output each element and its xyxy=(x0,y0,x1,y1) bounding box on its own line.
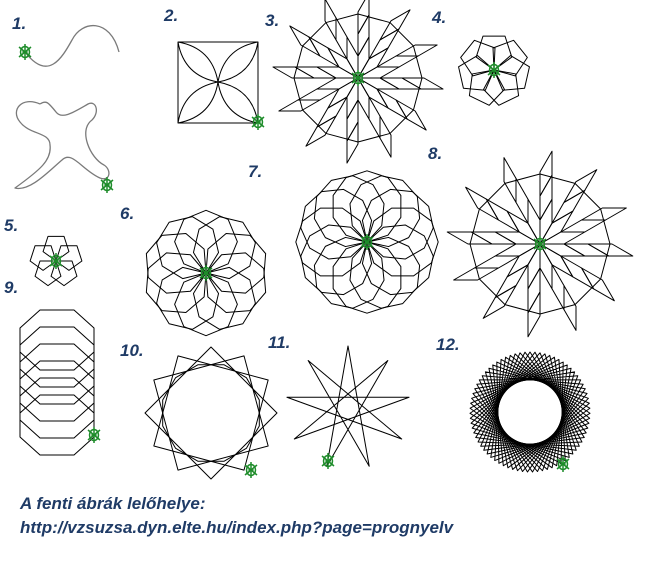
caption-source-url: http://vzsuzsa.dyn.elte.hu/index.php?pag… xyxy=(20,518,454,537)
turtle-icon xyxy=(487,62,501,78)
figure-2-petal-square xyxy=(177,41,259,124)
figure-number-7: 7. xyxy=(248,162,263,181)
figure-number-9: 9. xyxy=(4,278,19,297)
turtle-icon xyxy=(244,462,258,478)
figure-number-12: 12. xyxy=(436,335,460,354)
turtle-icon xyxy=(100,177,114,193)
figure-number-2: 2. xyxy=(164,6,179,25)
turtle-icon xyxy=(87,427,101,443)
turtle-icon xyxy=(321,453,335,469)
figure-number-6: 6. xyxy=(120,204,135,223)
turtle-icons xyxy=(18,44,570,478)
turtle-icon xyxy=(360,234,374,250)
turtle-icon xyxy=(533,236,547,252)
figure-7-decagon-rosette xyxy=(295,170,439,314)
figure-9-stacked-octagons xyxy=(19,309,95,456)
figure-12-star-polygon xyxy=(469,351,591,473)
turtle-icon xyxy=(351,70,365,86)
figure-number-1: 1. xyxy=(12,14,27,33)
figure-number-8: 8. xyxy=(428,144,443,163)
figure-8-rhombus-rosette xyxy=(446,150,634,338)
caption-source-label: A fenti ábrák lelőhelye: xyxy=(20,494,206,513)
turtle-icon xyxy=(199,265,213,281)
figure-4-pentagon-flower xyxy=(458,35,530,106)
figure-number-3: 3. xyxy=(265,11,280,30)
figure-10-star-polygon xyxy=(144,346,278,480)
figure-number-5: 5. xyxy=(4,216,19,235)
turtle-icon xyxy=(556,456,570,472)
figure-number-10: 10. xyxy=(120,341,144,360)
turtle-icon xyxy=(18,44,32,60)
figure-3-rhombus-rosette xyxy=(272,0,444,164)
figure-5-small-pentagon-flower xyxy=(29,235,83,287)
figure-11-star-polygon xyxy=(286,345,410,467)
figure-number-11: 11. xyxy=(268,333,291,352)
figure-6-octagon-rosette xyxy=(145,209,267,337)
turtle-icon xyxy=(251,114,265,130)
figure-number-4: 4. xyxy=(432,8,447,27)
figure-1-arcs xyxy=(14,25,120,190)
turtle-icon xyxy=(49,253,63,269)
